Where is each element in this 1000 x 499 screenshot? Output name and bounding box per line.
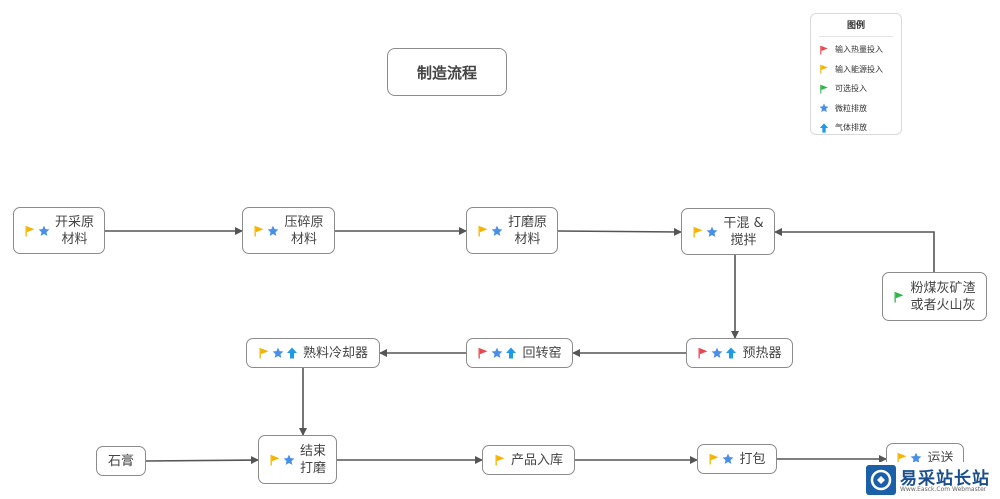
node-label: 干混 & 搅拌 — [723, 215, 764, 248]
edge-grinding-to-drymix — [557, 227, 682, 236]
yellow-flag-icon — [708, 453, 720, 465]
yellow-flag-icon — [896, 452, 908, 464]
legend-label: 微粒排放 — [835, 103, 867, 113]
green-flag-icon — [893, 291, 905, 303]
red-flag-icon — [697, 347, 709, 359]
legend-item-yellow-flag: 输入能源投入 — [811, 60, 901, 80]
star-icon — [283, 454, 295, 466]
legend-label: 可选投入 — [835, 84, 867, 94]
legend-item-star: 微粒排放 — [811, 99, 901, 119]
node-icons — [24, 225, 50, 237]
node-icons — [477, 225, 503, 237]
node-preheater[interactable]: 预热器 — [686, 338, 793, 368]
node-icons — [692, 226, 718, 238]
node-label: 运送 — [927, 450, 954, 466]
yellow-flag-icon — [258, 347, 270, 359]
legend-label: 输入热量投入 — [835, 45, 883, 55]
up-arrow-icon — [505, 347, 517, 359]
node-label: 粉煤灰矿渣 或者火山灰 — [910, 280, 976, 313]
node-finish-grind[interactable]: 结束 打磨 — [258, 435, 337, 484]
yellow-flag-icon — [253, 225, 265, 237]
star-icon — [491, 347, 503, 359]
legend-label: 输入能源投入 — [835, 64, 883, 74]
star-icon — [706, 226, 718, 238]
node-label: 回转窑 — [522, 345, 562, 361]
node-icons — [893, 291, 905, 303]
watermark-logo-icon — [866, 465, 896, 495]
node-fly-ash[interactable]: 粉煤灰矿渣 或者火山灰 — [882, 272, 987, 321]
node-mining[interactable]: 开采原 材料 — [13, 207, 105, 254]
star-icon — [38, 225, 50, 237]
node-label: 结束 打磨 — [299, 443, 326, 476]
node-icons — [708, 453, 734, 465]
node-grinding-raw[interactable]: 打磨原 材料 — [466, 207, 558, 254]
node-clinker-cooler[interactable]: 熟料冷却器 — [246, 338, 380, 368]
star-icon — [722, 453, 734, 465]
star-icon — [819, 103, 829, 113]
legend-label: 气体排放 — [835, 123, 867, 133]
yellow-flag-icon — [477, 225, 489, 237]
legend-item-red-flag: 输入热量投入 — [811, 40, 901, 60]
star-icon — [272, 347, 284, 359]
red-flag-icon — [477, 347, 489, 359]
star-icon — [267, 225, 279, 237]
edge-flyash-to-drymix — [774, 228, 935, 272]
legend-item-green-flag: 可选投入 — [811, 79, 901, 99]
watermark: 易采站长站 Www.Easck.Com Webmaster — [862, 462, 1000, 497]
node-label: 产品入库 — [510, 452, 563, 468]
legend-title: 图例 — [846, 21, 865, 31]
node-icons — [253, 225, 279, 237]
red-flag-icon — [819, 45, 829, 55]
node-icons — [494, 454, 506, 466]
node-label: 石膏 — [107, 453, 134, 469]
node-icons — [697, 347, 737, 359]
node-kiln[interactable]: 回转窑 — [466, 338, 573, 368]
node-icons — [477, 347, 517, 359]
star-icon — [711, 347, 723, 359]
node-storage[interactable]: 产品入库 — [482, 445, 575, 475]
node-icons — [258, 347, 298, 359]
edge-gypsum-to-finishgrind — [145, 456, 259, 465]
yellow-flag-icon — [692, 226, 704, 238]
page-title: 制造流程 — [387, 48, 507, 96]
node-crushing[interactable]: 压碎原 材料 — [242, 207, 335, 254]
up-arrow-icon — [286, 347, 298, 359]
legend-item-up-arrow: 气体排放 — [811, 118, 901, 138]
star-icon — [910, 452, 922, 464]
green-flag-icon — [819, 84, 829, 94]
yellow-flag-icon — [24, 225, 36, 237]
yellow-flag-icon — [269, 454, 281, 466]
legend-divider — [819, 36, 893, 37]
star-icon — [491, 225, 503, 237]
watermark-subtext: Www.Easck.Com Webmaster — [900, 486, 987, 493]
node-label: 开采原 材料 — [54, 214, 94, 247]
node-label: 预热器 — [742, 345, 782, 361]
legend: 图例 输入热量投入 输入能源投入 可选投入 微粒排放 气体排放 — [810, 13, 902, 135]
node-icons — [269, 454, 295, 466]
node-label: 熟料冷却器 — [302, 345, 368, 361]
node-label: 压碎原 材料 — [284, 214, 324, 247]
watermark-text: 易采站长站 — [900, 469, 990, 489]
yellow-flag-icon — [819, 64, 829, 74]
yellow-flag-icon — [494, 454, 506, 466]
node-packing[interactable]: 打包 — [697, 444, 777, 474]
node-label: 打磨原 材料 — [507, 214, 547, 247]
up-arrow-icon — [819, 123, 829, 133]
node-gypsum[interactable]: 石膏 — [96, 446, 146, 476]
node-label: 打包 — [739, 451, 766, 467]
node-icons — [896, 452, 922, 464]
up-arrow-icon — [725, 347, 737, 359]
node-dry-mix[interactable]: 干混 & 搅拌 — [681, 208, 775, 255]
